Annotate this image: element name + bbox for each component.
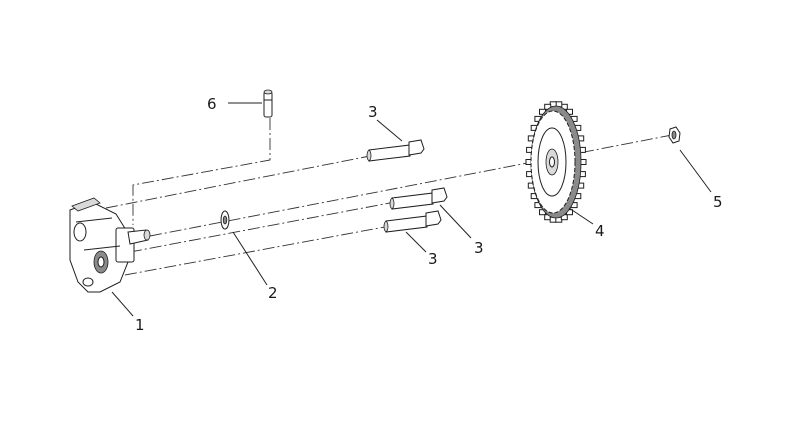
callout-3-upper: 3 [368, 103, 378, 121]
leader-3a [376, 119, 403, 142]
cap-screw-upper [366, 139, 425, 162]
axis-dowel-pin [132, 118, 271, 225]
leader-3c [405, 231, 427, 253]
callout-3-lower: 3 [428, 250, 438, 268]
callout-5: 5 [713, 193, 723, 211]
callout-1: 1 [135, 316, 145, 334]
axis-lower-bolt [124, 225, 391, 276]
leader-3b [439, 204, 472, 239]
callout-2: 2 [268, 284, 278, 302]
washer [220, 210, 230, 230]
leader-1 [111, 291, 134, 317]
assembly-axes [105, 118, 673, 276]
leader-5 [679, 149, 712, 193]
nut [668, 126, 681, 144]
leader-2 [232, 231, 268, 286]
axis-middle-bolt [129, 201, 396, 253]
leader-lines [111, 102, 712, 317]
callout-6: 6 [207, 95, 217, 113]
drive-gear [525, 101, 587, 223]
dowel-pin [263, 89, 273, 118]
pump-housing [69, 197, 151, 293]
callout-4: 4 [595, 222, 605, 240]
axis-upper-bolt [105, 155, 371, 209]
leader-4 [568, 207, 594, 225]
cap-screw-middle [389, 187, 448, 210]
callout-labels: 1 2 3 3 3 4 5 6 [135, 95, 723, 334]
callout-3-middle: 3 [474, 239, 484, 257]
cap-screw-lower [383, 210, 442, 233]
